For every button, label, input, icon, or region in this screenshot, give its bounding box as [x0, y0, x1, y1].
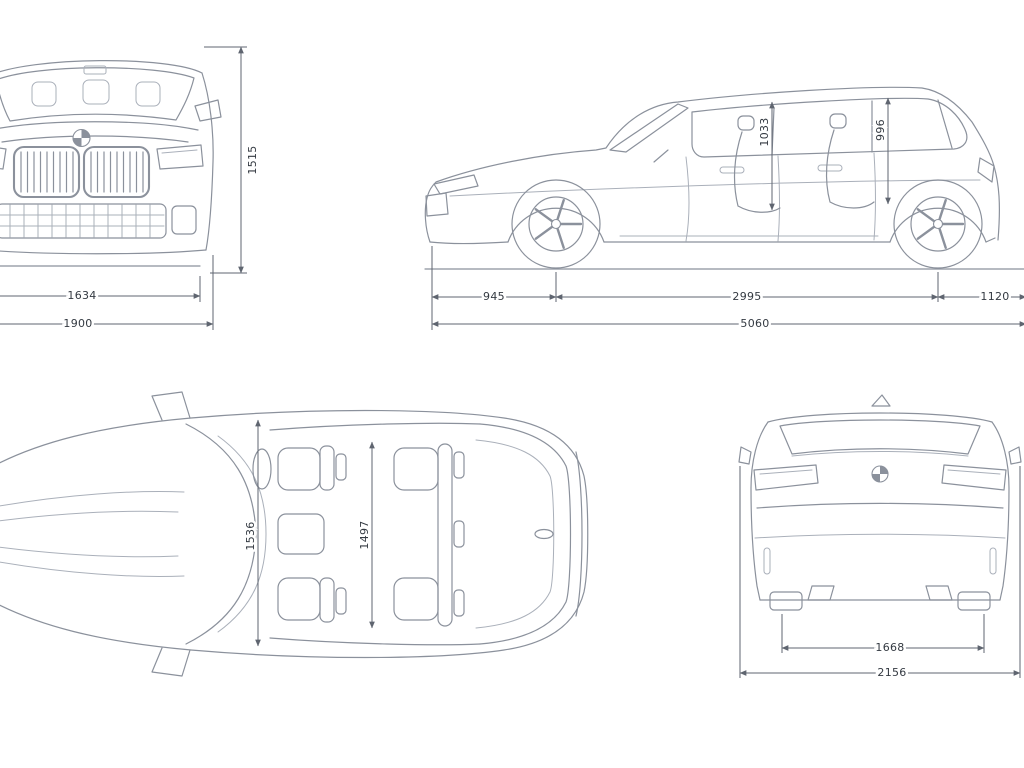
lower-grille [0, 203, 197, 239]
rear-view-dimensions: 1668 2156 [739, 466, 1021, 682]
antenna-fin [871, 394, 891, 407]
front-view: 1515 1634 1900 [0, 46, 262, 333]
front-grille [425, 192, 449, 217]
dim-front-interior-width: 1536 [244, 521, 257, 550]
top-view-drawing [0, 391, 589, 677]
top-view-dimensions: 1536 1497 [242, 419, 375, 647]
dim-rear-track: 1668 [875, 641, 904, 654]
right-reflector [989, 547, 997, 575]
right-headlight [156, 144, 204, 170]
front-view-dimensions: 1515 1634 1900 [0, 46, 262, 333]
dim-front-height: 1515 [246, 145, 259, 174]
left-headlight [0, 147, 7, 170]
tail-lamp [977, 157, 995, 183]
left-mirror [738, 446, 752, 465]
dim-rear-headroom: 996 [874, 119, 887, 141]
right-tire [957, 591, 991, 611]
dim-front-overhang: 945 [483, 290, 505, 303]
headrest [82, 79, 110, 105]
right-mirror [1008, 446, 1022, 465]
dim-overall-length: 5060 [740, 317, 769, 330]
side-view-dimensions: 1033 996 945 2995 1120 5060 [431, 97, 1024, 333]
headlight [433, 174, 479, 195]
seats-top-view [252, 443, 465, 627]
headrest [135, 81, 161, 107]
dim-rear-interior-width: 1497 [358, 520, 371, 549]
top-mirror-left [151, 391, 191, 421]
dim-front-headroom: 1033 [758, 117, 771, 146]
kidney-grille [12, 145, 151, 199]
top-mirror-right [151, 647, 191, 677]
antenna-fin [534, 528, 554, 540]
top-view: 1536 1497 [0, 391, 589, 677]
rear-view: 1668 2156 [738, 394, 1022, 682]
dim-front-overall-width: 1900 [63, 317, 92, 330]
steering-wheel [252, 448, 272, 490]
door-handle [817, 164, 843, 172]
dim-rear-overhang: 1120 [980, 290, 1009, 303]
left-taillight [753, 464, 819, 491]
dim-wheelbase: 2995 [732, 290, 761, 303]
left-tire [769, 591, 803, 611]
diffuser [807, 585, 953, 601]
dim-width-incl-mirrors: 2156 [877, 666, 906, 679]
side-view: 1033 996 945 2995 1120 5060 [424, 86, 1024, 333]
door-handle [719, 166, 745, 174]
right-taillight [941, 464, 1007, 491]
front-view-drawing [0, 60, 222, 267]
dim-front-track-width: 1634 [67, 289, 96, 302]
left-reflector [763, 547, 771, 575]
right-mirror [194, 99, 222, 122]
headrest [31, 81, 57, 107]
bmw-logo-icon [871, 465, 889, 483]
front-wheel [511, 179, 601, 269]
rear-view-drawing [738, 394, 1022, 611]
bmw-logo-icon [72, 128, 91, 148]
interior-mirror [83, 65, 107, 75]
rear-wheel [893, 179, 983, 269]
side-view-drawing [424, 86, 1024, 270]
interior-seats [653, 113, 875, 213]
